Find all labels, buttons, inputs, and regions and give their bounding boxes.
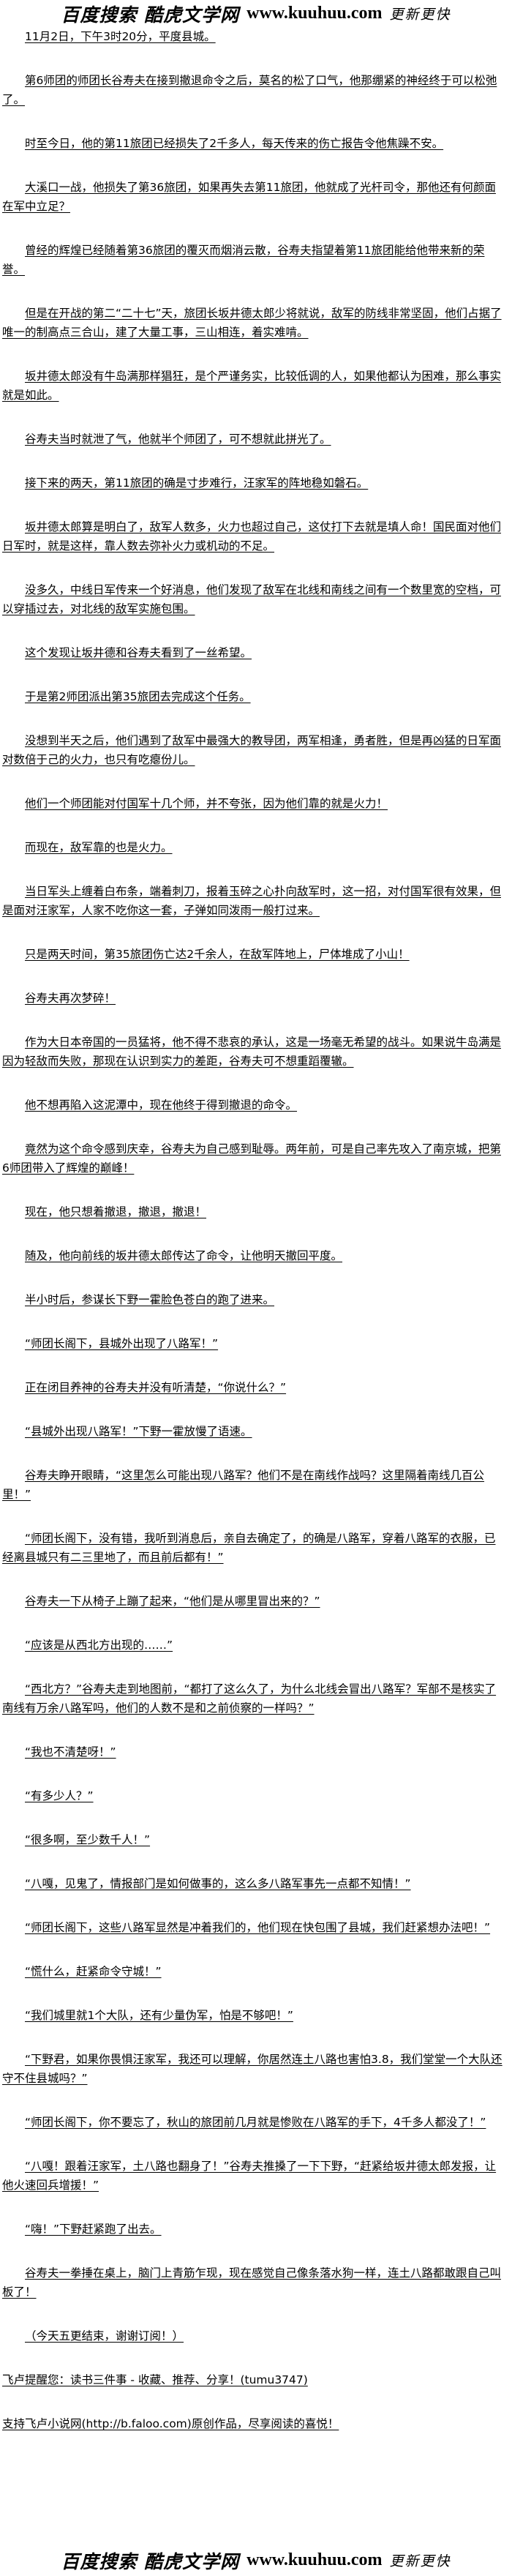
story-paragraph: “下野君，如果你畏惧汪家军，我还可以理解，你居然连土八路也害怕3.8，我们堂堂一… bbox=[2, 2053, 502, 2085]
story-paragraph: 于是第2师团派出第35旅团去完成这个任务。 bbox=[25, 690, 251, 703]
story-paragraph: “慌什么，赶紧命令守城！” bbox=[25, 1965, 162, 1978]
story-paragraph: “师团长阁下，这些八路军显然是冲着我们的，他们现在快包围了县城，我们赶紧想办法吧… bbox=[25, 1921, 491, 1934]
story-paragraph: “有多少人？” bbox=[25, 1789, 94, 1802]
logo-slogan: 更新更快 bbox=[389, 7, 451, 23]
story-paragraph: 只是两天时间，第35旅团伤亡达2千余人，在敌军阵地上，尸体堆成了小山！ bbox=[25, 948, 410, 961]
logo-url: www.kuuhuu.com bbox=[246, 4, 383, 23]
story-paragraph: 谷寿夫当时就泄了气，他就半个师团了，可不想就此拼光了。 bbox=[25, 433, 331, 446]
story-paragraph: 坂井德太郎没有牛岛满那样猖狂，是个严谨务实，比较低调的人，如果他都认为困难，那么… bbox=[2, 370, 502, 402]
story-paragraph: 没想到半天之后，他们遇到了敌军中最强大的教导团，两军相逢，勇者胜，但是再凶猛的日… bbox=[2, 734, 502, 766]
story-paragraph: “八嘎！跟着汪家军，土八路也翻身了！”谷寿夫推搡了一下下野，“赶紧给坂井德太郎发… bbox=[2, 2160, 497, 2192]
story-paragraph: （今天五更结束，谢谢订阅！） bbox=[25, 2329, 184, 2343]
story-paragraph: 没多久，中线日军传来一个好消息，他们发现了敌军在北线和南线之间有一个数里宽的空档… bbox=[2, 583, 502, 615]
story-paragraph: “应该是从西北方出现的……” bbox=[25, 1639, 173, 1652]
story-paragraph: 接下来的两天，第11旅团的确是寸步难行，汪家军的阵地稳如磐石。 bbox=[25, 476, 369, 490]
story-paragraph: 谷寿夫一拳捶在桌上，脑门上青筋乍现，现在感觉自己像条落水狗一样，连土八路都敢跟自… bbox=[2, 2266, 502, 2299]
story-paragraph: “我也不清楚呀！” bbox=[25, 1745, 116, 1759]
story-paragraph: 随及，他向前线的坂井德太郎传达了命令，让他明天撤回平度。 bbox=[25, 1249, 343, 1262]
logo-site-name: 百度搜索 酷虎文学网 bbox=[61, 4, 240, 26]
footer-support-link: 支持飞卢小说网(http://b.faloo.com)原创作品，尽享阅读的喜悦！ bbox=[2, 2417, 339, 2430]
story-paragraph: “县城外出现八路军！”下野一霍放慢了语速。 bbox=[25, 1425, 252, 1438]
story-paragraph: 而现在，敌军靠的也是火力。 bbox=[25, 841, 173, 854]
logo-site-name: 百度搜索 酷虎文学网 bbox=[61, 2550, 240, 2572]
story-paragraph: 作为大日本帝国的一员猛将，他不得不悲哀的承认，这是一场毫无希望的战斗。如果说牛岛… bbox=[2, 1036, 502, 1068]
footer-reminder: 飞卢提醒您：读书三件事 - 收藏、推荐、分享！(tumu3747) bbox=[2, 2373, 308, 2386]
story-paragraph: 竟然为这个命令感到庆幸，谷寿夫为自己感到耻辱。两年前，可是自己率先攻入了南京城，… bbox=[2, 1142, 502, 1175]
story-paragraph: 谷寿夫睁开眼睛，“这里怎么可能出现八路军？他们不是在南线作战吗？这里隔着南线几百… bbox=[2, 1469, 485, 1501]
story-paragraph: “我们城里就1个大队，还有少量伪军，怕是不够吧！” bbox=[25, 2009, 293, 2022]
header-site-logo: 百度搜索 酷虎文学网 www.kuuhuu.com 更新更快 bbox=[0, 0, 512, 27]
story-paragraph: 第6师团的师团长谷寿夫在接到撤退命令之后，莫名的松了口气，他那绷紧的神经终于可以… bbox=[2, 74, 497, 106]
footer-site-logo: 百度搜索 酷虎文学网 www.kuuhuu.com 更新更快 bbox=[0, 2547, 512, 2574]
story-paragraph: “八嘎，见鬼了，情报部门是如何做事的，这么多八路军事先一点都不知情！” bbox=[25, 1877, 411, 1890]
story-paragraph: 当日军头上缠着白布条，端着刺刀，报着玉碎之心扑向敌军时，这一招，对付国军很有效果… bbox=[2, 885, 502, 917]
story-paragraph: 正在闭目养神的谷寿夫并没有听清楚，“你说什么？” bbox=[25, 1381, 287, 1394]
story-paragraph: 曾经的辉煌已经随着第36旅团的覆灭而烟消云散，谷寿夫指望着第11旅团能给他带来新… bbox=[2, 244, 485, 276]
story-paragraph: 半小时后，参谋长下野一霍脸色苍白的跑了进来。 bbox=[25, 1293, 275, 1306]
story-paragraph: “很多啊，至少数千人！” bbox=[25, 1833, 151, 1846]
story-paragraph: 他们一个师团能对付国军十几个师，并不夸张，因为他们靠的就是火力！ bbox=[25, 797, 388, 810]
story-paragraph: 现在，他只想着撤退，撤退，撤退！ bbox=[25, 1205, 207, 1218]
logo-url: www.kuuhuu.com bbox=[246, 2550, 383, 2569]
story-paragraph: “师团长阁下，没有错，我听到消息后，亲自去确定了，的确是八路军，穿着八路军的衣服… bbox=[2, 1532, 496, 1564]
story-paragraph: “西北方？”谷寿夫走到地图前，“都打了这么久了，为什么北线会冒出八路军？军部不是… bbox=[2, 1682, 497, 1715]
story-paragraph: “师团长阁下，县城外出现了八路军！” bbox=[25, 1337, 219, 1350]
story-paragraph: 这个发现让坂井德和谷寿夫看到了一丝希望。 bbox=[25, 646, 252, 659]
story-paragraph: 大溪口一战，他损失了第36旅团，如果再失去第11旅团，他就成了光杆司令，那他还有… bbox=[2, 181, 496, 213]
story-paragraph: 谷寿夫再次梦碎！ bbox=[25, 992, 116, 1005]
chapter-content: 11月2日，下午3时20分，平度县城。第6师团的师团长谷寿夫在接到撤退命令之后，… bbox=[0, 27, 502, 2433]
story-paragraph: 他不想再陷入这泥潭中，现在他终于得到撤退的命令。 bbox=[25, 1098, 298, 1112]
logo-slogan: 更新更快 bbox=[389, 2553, 451, 2569]
story-paragraph: 谷寿夫一下从椅子上蹦了起来，“他们是从哪里冒出来的？” bbox=[25, 1595, 320, 1608]
story-paragraph: 坂井德太郎算是明白了，敌军人数多，火力也超过自己，这仗打下去就是填人命！国民面对… bbox=[2, 520, 502, 553]
story-paragraph: “师团长阁下，你不要忘了，秋山的旅团前几月就是惨败在八路军的手下，4千多人都没了… bbox=[25, 2116, 486, 2129]
story-paragraph: 11月2日，下午3时20分，平度县城。 bbox=[25, 30, 216, 43]
story-paragraph: 时至今日，他的第11旅团已经损失了2千多人，每天传来的伤亡报告令他焦躁不安。 bbox=[25, 137, 444, 150]
story-paragraph: “嗨！”下野赶紧跑了出去。 bbox=[25, 2223, 162, 2236]
story-paragraph: 但是在开战的第二“二十七”天，旅团长坂井德太郎少将就说，敌军的防线非常坚固，他们… bbox=[2, 307, 502, 339]
